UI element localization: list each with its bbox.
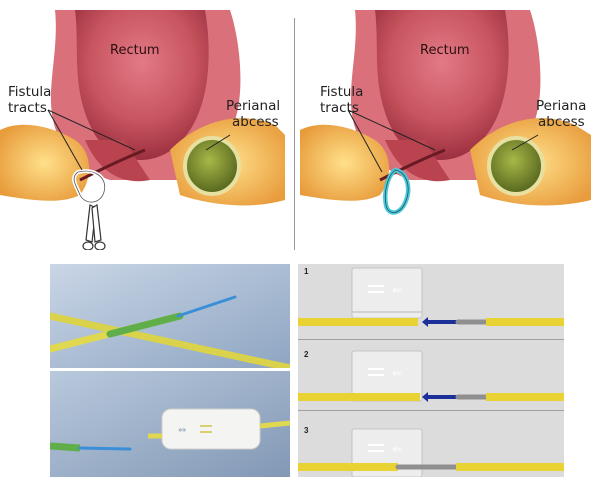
svg-text:⇐: ⇐ (392, 442, 402, 456)
step-1-diagram: 1 ⇐ (298, 264, 564, 340)
rectum-label: Rectum (110, 43, 160, 58)
device-photo-bottom: ⇔ (50, 371, 290, 477)
anatomy-diagram-left: Rectum Fistula tracts Perianal abcess (0, 0, 285, 250)
abscess-label-line1: Periana (536, 98, 586, 114)
device-photo-top (50, 264, 290, 368)
fistula-label-line1: Fistula (320, 84, 363, 100)
rectum-label: Rectum (420, 43, 470, 58)
svg-text:⇐: ⇐ (392, 366, 402, 380)
abscess-label-line2: abcess (538, 114, 585, 130)
anatomy-diagram-right: Rectum Fistula tracts Periana abcess (300, 0, 591, 250)
step-2-number: 2 (304, 350, 309, 359)
fistula-label-line2: tracts (8, 100, 47, 116)
abscess-label-line1: Perianal (226, 98, 280, 114)
abscess (489, 138, 543, 194)
abscess-label-line2: abcess (232, 114, 279, 130)
fistula-label-line2: tracts (320, 100, 359, 116)
step-1-number: 1 (304, 267, 309, 276)
step-3-number: 3 (304, 426, 309, 435)
step-3-diagram: 3 ⇐ (298, 411, 564, 477)
clamp-instrument (83, 205, 105, 250)
panel-divider (294, 18, 295, 250)
fistula-label-line1: Fistula (8, 84, 51, 100)
step-2-diagram: 2 ⇐ (298, 341, 564, 411)
svg-text:⇐: ⇐ (392, 283, 402, 297)
svg-text:⇔: ⇔ (178, 425, 186, 436)
